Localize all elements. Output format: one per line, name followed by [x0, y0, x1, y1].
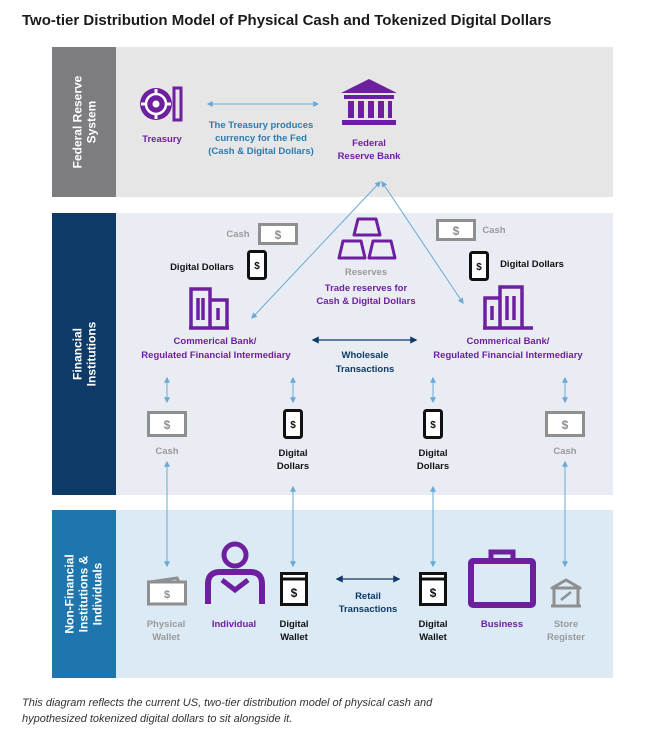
briefcase-icon — [468, 549, 536, 608]
lower-dd-right-label-1: Digital — [418, 448, 448, 459]
reserves-note-line-1: Trade reserves for — [324, 283, 408, 294]
fin-cash-left-label: Cash — [226, 229, 250, 240]
digital-wallet-left-label-1: Digital — [279, 619, 309, 630]
lower-dd-left-label-2: Dollars — [276, 461, 310, 472]
phone-icon: $ — [283, 409, 303, 439]
svg-text:$: $ — [254, 261, 260, 272]
cash-icon: $ — [147, 411, 187, 437]
store-register-icon — [550, 578, 582, 608]
reserves-note-line-2: Cash & Digital Dollars — [316, 296, 416, 307]
fin-dd-left-label: Digital Dollars — [170, 262, 234, 273]
cash-icon: $ — [436, 219, 476, 241]
lower-cash-left-label: Cash — [155, 446, 179, 457]
wholesale-label-1: Wholesale — [341, 350, 389, 361]
digital-wallet-left-label-2: Wallet — [280, 632, 308, 643]
svg-text:$: $ — [164, 589, 170, 601]
svg-text:$: $ — [476, 262, 482, 273]
svg-text:$: $ — [430, 420, 436, 431]
treasury-icon — [140, 86, 183, 122]
physical-wallet-label-1: Physical — [146, 619, 186, 630]
physical-wallet-label-2: Wallet — [152, 632, 180, 643]
footer-note: This diagram reflects the current US, tw… — [22, 695, 622, 727]
cash-icon: $ — [545, 411, 585, 437]
individual-label: Individual — [211, 619, 257, 630]
store-register-label-2: Register — [546, 632, 585, 643]
svg-text:$: $ — [164, 418, 171, 432]
lower-dd-right-label-2: Dollars — [416, 461, 450, 472]
lower-dd-left-label-1: Digital — [278, 448, 308, 459]
person-icon — [205, 541, 265, 604]
fin-cash-right-label: Cash — [482, 225, 506, 236]
treasury-note-line-2: currency for the Fed — [215, 133, 307, 144]
cash-icon: $ — [258, 223, 298, 245]
treasury-label: Treasury — [142, 134, 182, 145]
business-label: Business — [480, 619, 524, 630]
footer-line-2: hypothesized tokenized digital dollars t… — [22, 713, 293, 725]
treasury-note-line-1: The Treasury produces — [208, 120, 314, 131]
digital-wallet-icon: $ — [419, 572, 447, 606]
digital-wallet-right-label-1: Digital — [418, 619, 448, 630]
building-icon — [189, 287, 229, 330]
federal-bank-label-2: Reserve Bank — [337, 151, 401, 162]
svg-text:$: $ — [291, 586, 298, 600]
fin-dd-right-label: Digital Dollars — [500, 259, 564, 270]
digital-wallet-icon: $ — [280, 572, 308, 606]
svg-text:$: $ — [290, 420, 296, 431]
svg-text:$: $ — [453, 224, 460, 238]
gold-bars-icon — [337, 217, 397, 260]
left-bank-label-1: Commerical Bank/ — [173, 336, 257, 347]
phone-icon: $ — [469, 251, 489, 281]
retail-label-1: Retail — [355, 591, 381, 602]
wallet-icon: $ — [147, 576, 187, 606]
svg-text:$: $ — [275, 228, 282, 242]
digital-wallet-right-label-2: Wallet — [419, 632, 447, 643]
phone-icon: $ — [423, 409, 443, 439]
diagram-title: Two-tier Distribution Model of Physical … — [22, 12, 552, 29]
treasury-note-line-3: (Cash & Digital Dollars) — [208, 146, 314, 157]
building-icon — [483, 285, 533, 330]
wholesale-label-2: Transactions — [335, 364, 395, 375]
footer-line-1: This diagram reflects the current US, tw… — [22, 697, 433, 709]
right-bank-label-1: Commerical Bank/ — [466, 336, 550, 347]
reserves-label: Reserves — [344, 267, 388, 278]
federal-bank-icon — [341, 79, 397, 125]
store-register-label-1: Store — [553, 619, 579, 630]
right-bank-label-2: Regulated Financial Intermediary — [433, 350, 583, 361]
phone-icon: $ — [247, 250, 267, 280]
svg-text:$: $ — [430, 586, 437, 600]
retail-label-2: Transactions — [338, 604, 398, 615]
svg-text:$: $ — [562, 418, 569, 432]
left-bank-label-2: Regulated Financial Intermediary — [141, 350, 291, 361]
lower-cash-right-label: Cash — [553, 446, 577, 457]
federal-bank-label-1: Federal — [352, 138, 386, 149]
